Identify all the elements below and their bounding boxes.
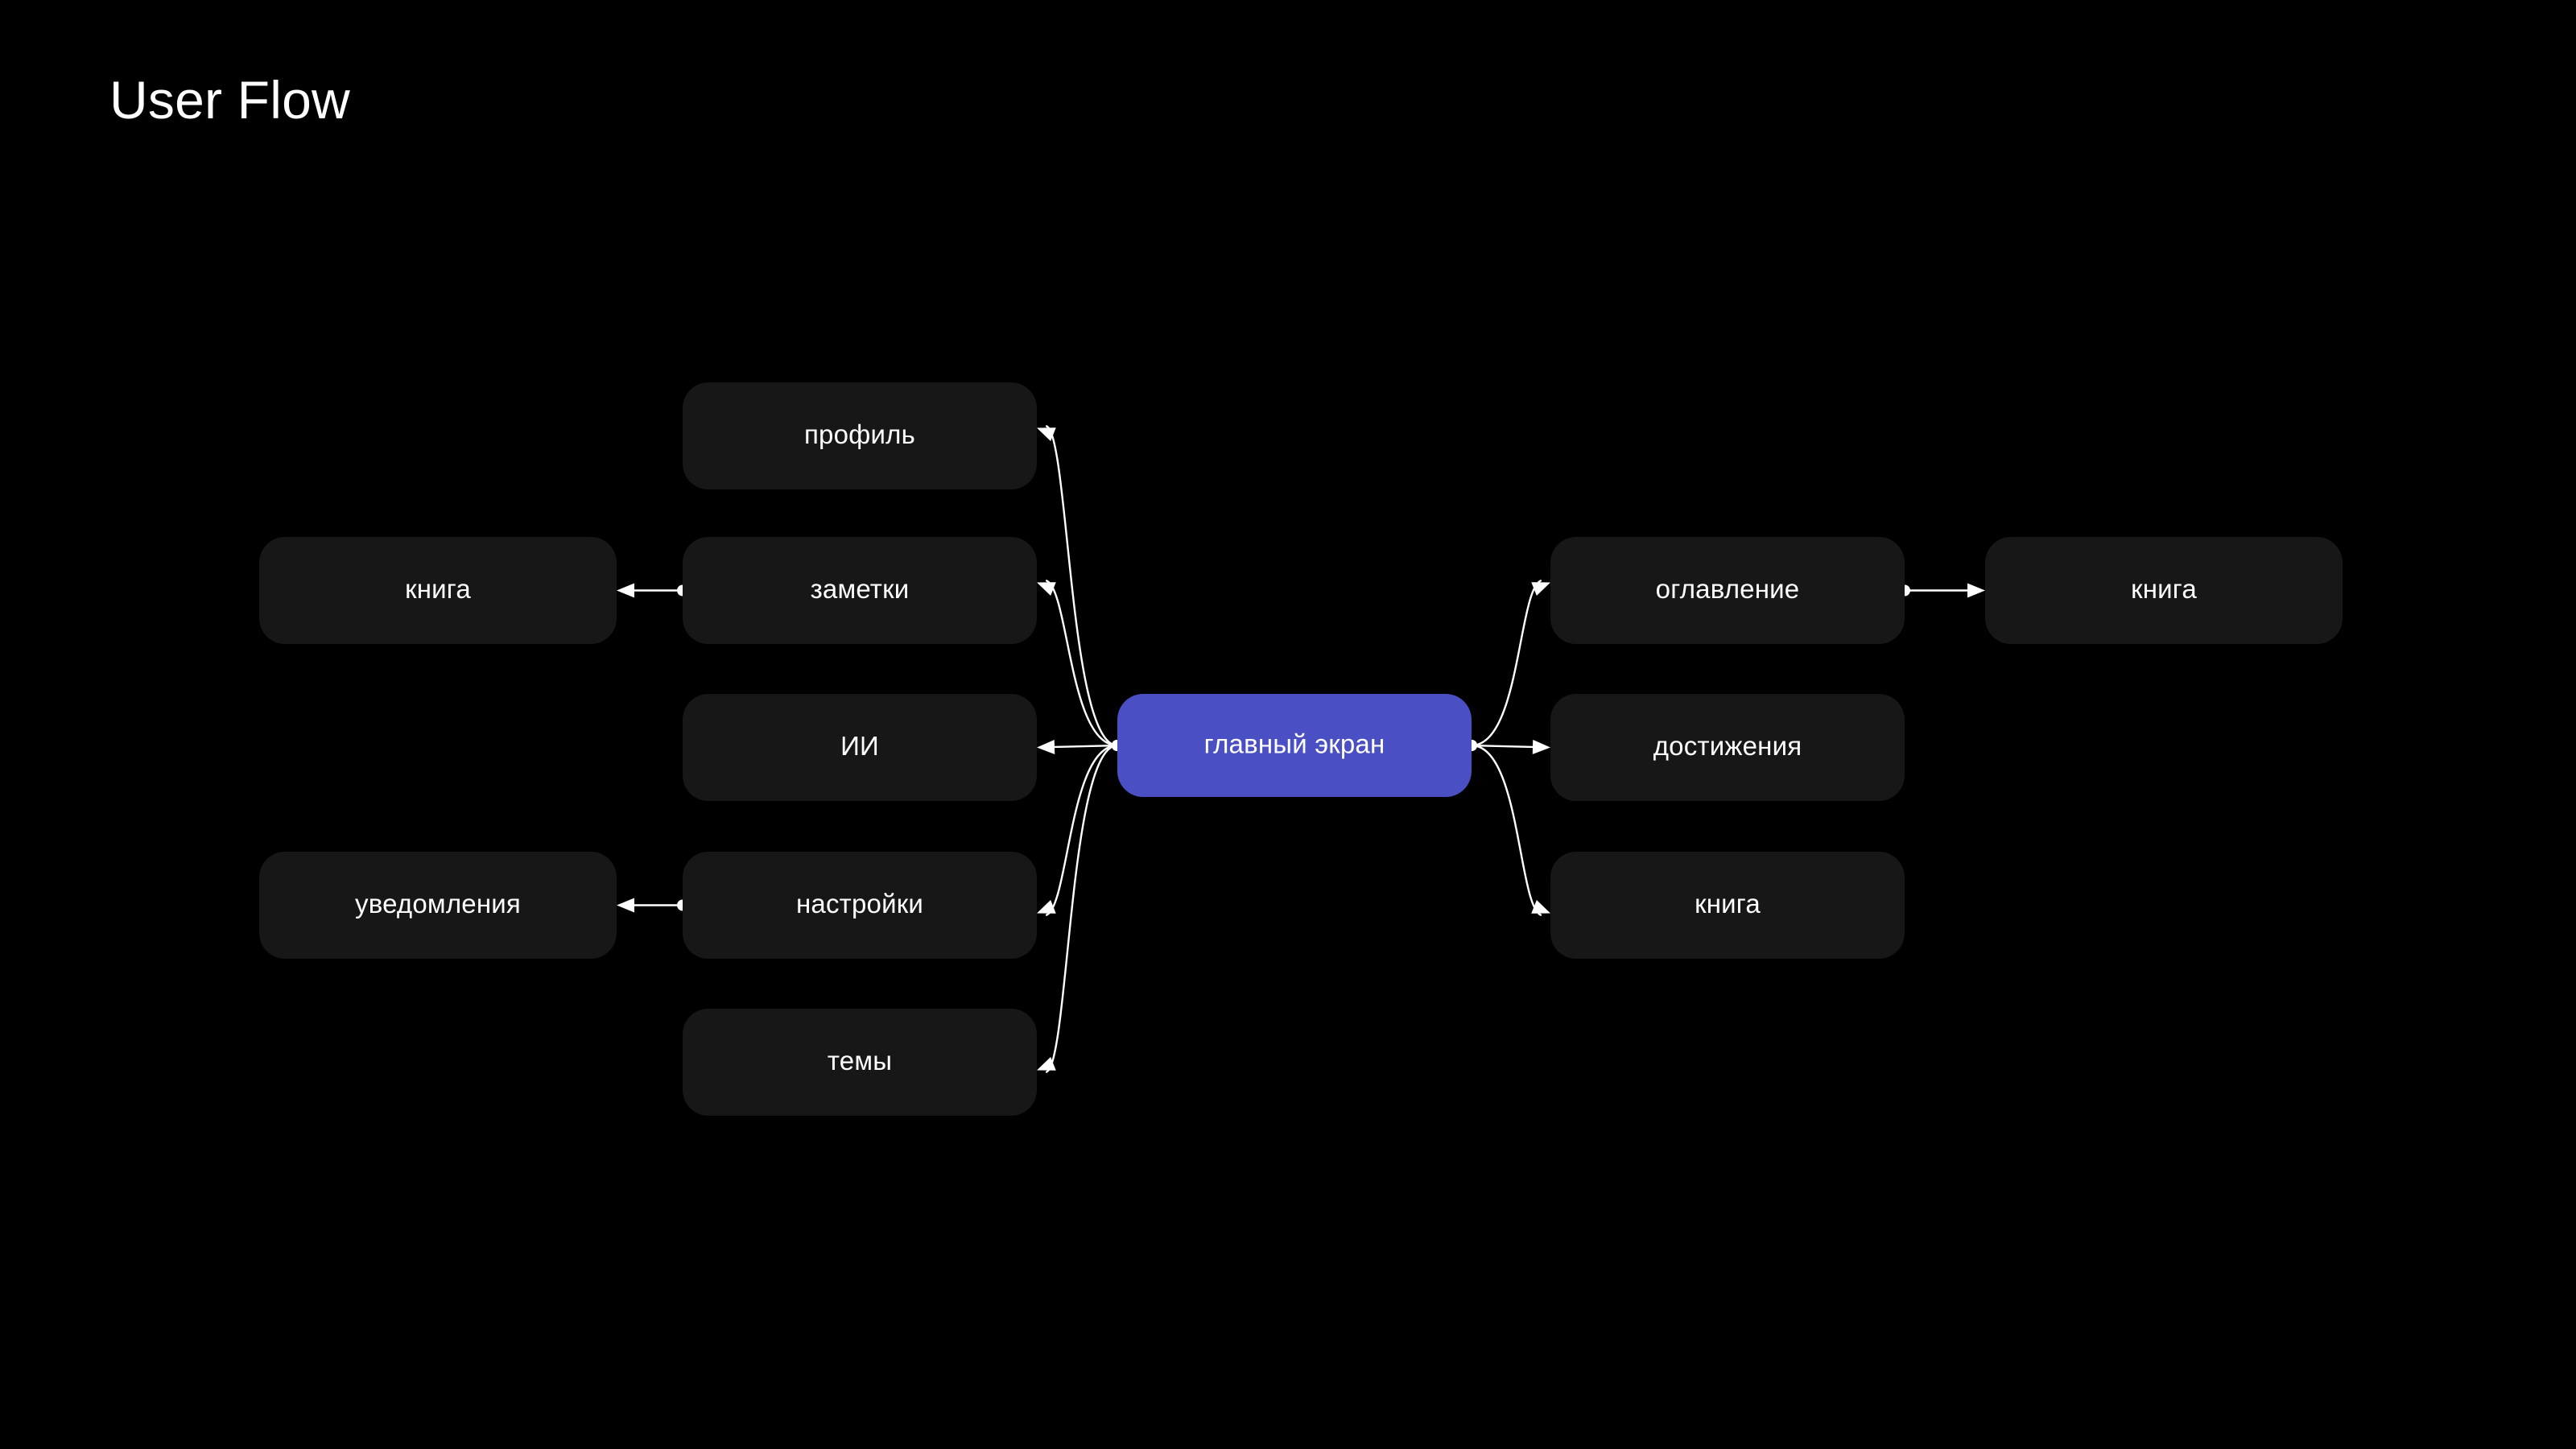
node-label: достижения: [1653, 731, 1802, 761]
edge-arrowhead-icon: [617, 898, 634, 913]
node-label: книга: [405, 574, 471, 604]
node-label: темы: [828, 1046, 892, 1075]
node-label: ИИ: [840, 731, 879, 761]
node-background[interactable]: [1550, 694, 1905, 801]
edge-nastroiki-uved: [617, 898, 688, 913]
node-label: книга: [1695, 889, 1761, 919]
node-label: настройки: [796, 889, 923, 919]
flow-node-nastroiki[interactable]: настройки: [683, 852, 1037, 959]
edge-arrowhead-icon: [1037, 582, 1056, 596]
edge-oglavlenie-kniga: [1899, 583, 1985, 598]
node-background[interactable]: [1550, 852, 1905, 959]
edge-root-nastroiki: [1037, 740, 1123, 916]
edge-arrowhead-icon: [1037, 739, 1055, 754]
flow-node-ii[interactable]: ИИ: [683, 694, 1037, 801]
edge-line: [1475, 744, 1534, 749]
edge-line: [1045, 425, 1119, 747]
edge-arrowhead-icon: [1532, 739, 1550, 754]
edge-line: [1470, 744, 1542, 916]
edge-root-zametki: [1037, 580, 1123, 751]
node-label: книга: [2131, 574, 2197, 604]
flow-node-zametki[interactable]: заметки: [683, 537, 1037, 644]
node-background[interactable]: [1985, 537, 2343, 644]
edge-arrowhead-icon: [1531, 582, 1550, 596]
node-background[interactable]: [1117, 694, 1472, 797]
edge-arrowhead-icon: [1037, 1057, 1056, 1071]
edge-line: [1045, 744, 1119, 1073]
flow-node-kniga-right[interactable]: книга: [1985, 537, 2343, 644]
edge-line: [1470, 580, 1542, 747]
edge-line: [1045, 580, 1119, 747]
node-background[interactable]: [683, 694, 1037, 801]
flow-node-kniga-mid[interactable]: книга: [1550, 852, 1905, 959]
flow-node-uvedomleniya[interactable]: уведомления: [259, 852, 617, 959]
flow-node-kniga-left[interactable]: книга: [259, 537, 617, 644]
flow-node-oglavlenie[interactable]: оглавление: [1550, 537, 1905, 644]
flow-node-temy[interactable]: темы: [683, 1009, 1037, 1116]
edge-arrowhead-icon: [1037, 427, 1056, 441]
node-background[interactable]: [1550, 537, 1905, 644]
node-label: заметки: [811, 574, 910, 604]
page-title: User Flow: [109, 70, 350, 130]
edge-arrowhead-icon: [1037, 900, 1056, 914]
flow-node-dostizheniya[interactable]: достижения: [1550, 694, 1905, 801]
edge-root-kniga-mid: [1466, 740, 1550, 916]
flow-node-root[interactable]: главный экран: [1117, 694, 1472, 797]
edge-zametki-kniga: [617, 583, 688, 598]
node-label: уведомления: [355, 889, 521, 919]
edge-arrowhead-icon: [617, 583, 634, 598]
node-label: оглавление: [1656, 574, 1800, 604]
edge-arrowhead-icon: [1967, 583, 1985, 598]
edge-arrowhead-icon: [1531, 900, 1550, 914]
node-background[interactable]: [259, 537, 617, 644]
edge-line: [1053, 744, 1114, 749]
node-background[interactable]: [683, 537, 1037, 644]
node-label: профиль: [804, 419, 915, 449]
edge-line: [1045, 744, 1119, 916]
node-background[interactable]: [259, 852, 617, 959]
node-background[interactable]: [683, 852, 1037, 959]
node-background[interactable]: [683, 1009, 1037, 1116]
edge-root-oglavlenie: [1466, 580, 1550, 751]
node-background[interactable]: [683, 382, 1037, 489]
flow-node-profil[interactable]: профиль: [683, 382, 1037, 489]
node-label: главный экран: [1204, 729, 1385, 759]
